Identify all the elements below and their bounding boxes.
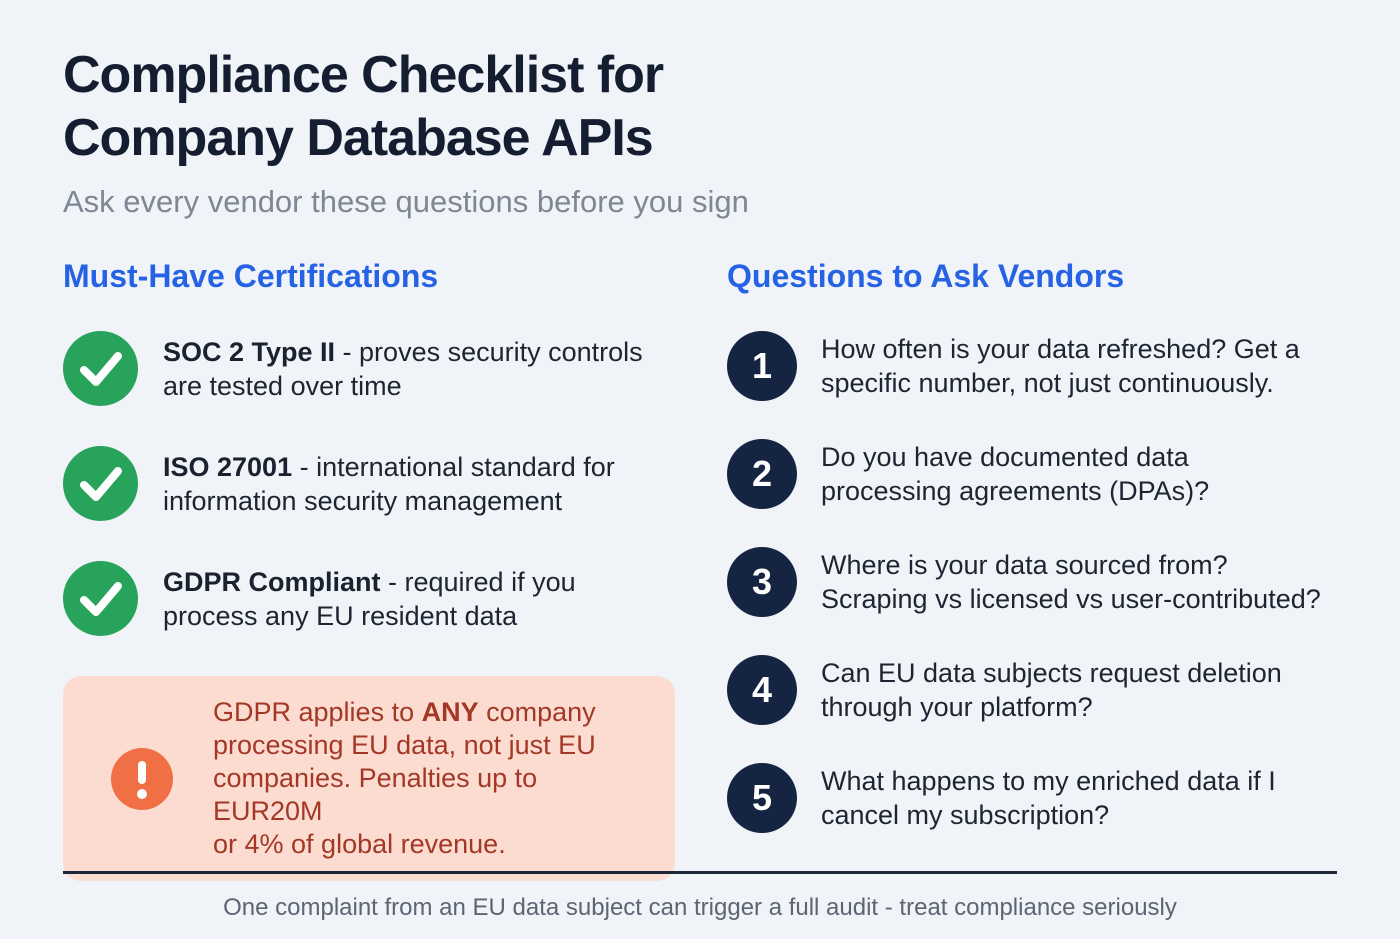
certification-description: - required if you process any EU residen… <box>163 566 576 631</box>
certification-term: SOC 2 Type II <box>163 336 336 367</box>
questions-heading: Questions to Ask Vendors <box>727 258 1125 294</box>
check-icon <box>63 561 138 636</box>
question-text: Can EU data subjects request deletion th… <box>821 658 1282 722</box>
number-badge-2: 2 <box>727 439 797 509</box>
warning-text-bold: ANY <box>421 697 479 727</box>
warning-text-after: company processing EU data, not just EU … <box>213 697 596 859</box>
certification-text: GDPR Compliant - required if you process… <box>163 565 576 633</box>
number-badge-5: 5 <box>727 763 797 833</box>
footer-divider <box>63 871 1337 874</box>
question-text: What happens to my enriched data if I ca… <box>821 766 1276 830</box>
certification-item-soc2: SOC 2 Type II - proves security controls… <box>63 331 675 406</box>
questions-section: Questions to Ask Vendors 1 How often is … <box>727 256 1337 871</box>
page-subtitle: Ask every vendor these questions before … <box>63 184 749 219</box>
question-item-2: 2 Do you have documented data processing… <box>727 439 1337 509</box>
footer-note: One complaint from an EU data subject ca… <box>223 894 1177 921</box>
content-columns: Must-Have Certifications SOC 2 Type II -… <box>63 256 1337 881</box>
number-badge-3: 3 <box>727 547 797 617</box>
certification-text: ISO 27001 - international standard for i… <box>163 450 615 518</box>
certification-description: - proves security controls are tested ov… <box>163 336 643 401</box>
certification-item-iso27001: ISO 27001 - international standard for i… <box>63 446 675 521</box>
certifications-section: Must-Have Certifications SOC 2 Type II -… <box>63 256 675 881</box>
page-title-line1: Compliance Checklist for <box>63 46 664 104</box>
exclamation-icon <box>111 747 173 810</box>
certification-term: GDPR Compliant <box>163 566 381 597</box>
certification-term: ISO 27001 <box>163 451 293 482</box>
warning-text: GDPR applies to ANY company processing E… <box>213 696 647 861</box>
page-title: Compliance Checklist for Company Databas… <box>63 44 1337 170</box>
certification-item-gdpr: GDPR Compliant - required if you process… <box>63 561 675 636</box>
gdpr-warning-callout: GDPR applies to ANY company processing E… <box>63 676 675 881</box>
check-icon <box>63 331 138 406</box>
check-icon <box>63 446 138 521</box>
certification-description: - international standard for information… <box>163 451 615 516</box>
question-item-4: 4 Can EU data subjects request deletion … <box>727 655 1337 725</box>
number-badge-4: 4 <box>727 655 797 725</box>
question-text: How often is your data refreshed? Get a … <box>821 334 1300 398</box>
warning-text-before: GDPR applies to <box>213 697 422 727</box>
question-text: Where is your data sourced from? Scrapin… <box>821 550 1321 614</box>
question-item-1: 1 How often is your data refreshed? Get … <box>727 331 1337 401</box>
number-badge-1: 1 <box>727 331 797 401</box>
page-title-line2: Company Database APIs <box>63 109 654 167</box>
certification-text: SOC 2 Type II - proves security controls… <box>163 335 643 403</box>
certifications-heading: Must-Have Certifications <box>63 258 439 294</box>
question-item-3: 3 Where is your data sourced from? Scrap… <box>727 547 1337 617</box>
question-text: Do you have documented data processing a… <box>821 442 1210 506</box>
question-item-5: 5 What happens to my enriched data if I … <box>727 763 1337 833</box>
